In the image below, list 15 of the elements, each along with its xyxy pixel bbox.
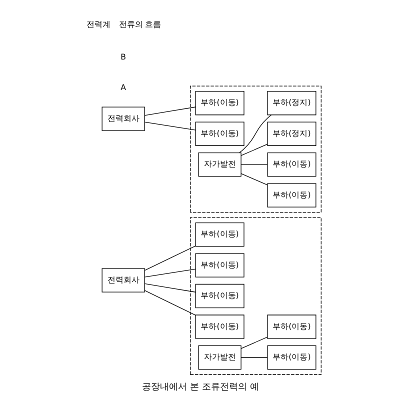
connector <box>144 246 196 271</box>
connector <box>144 283 196 292</box>
connector <box>240 173 268 186</box>
connector <box>240 164 268 165</box>
connector <box>240 144 268 156</box>
connector <box>240 357 268 358</box>
caption: 공장내에서 본 조류전력의 예 <box>142 382 258 393</box>
connector <box>238 114 272 154</box>
connector <box>240 336 268 349</box>
connector <box>144 290 196 316</box>
connector <box>144 122 196 130</box>
connector <box>144 106 196 116</box>
cluster <box>190 86 321 213</box>
connector <box>144 268 196 278</box>
cluster <box>190 217 321 375</box>
